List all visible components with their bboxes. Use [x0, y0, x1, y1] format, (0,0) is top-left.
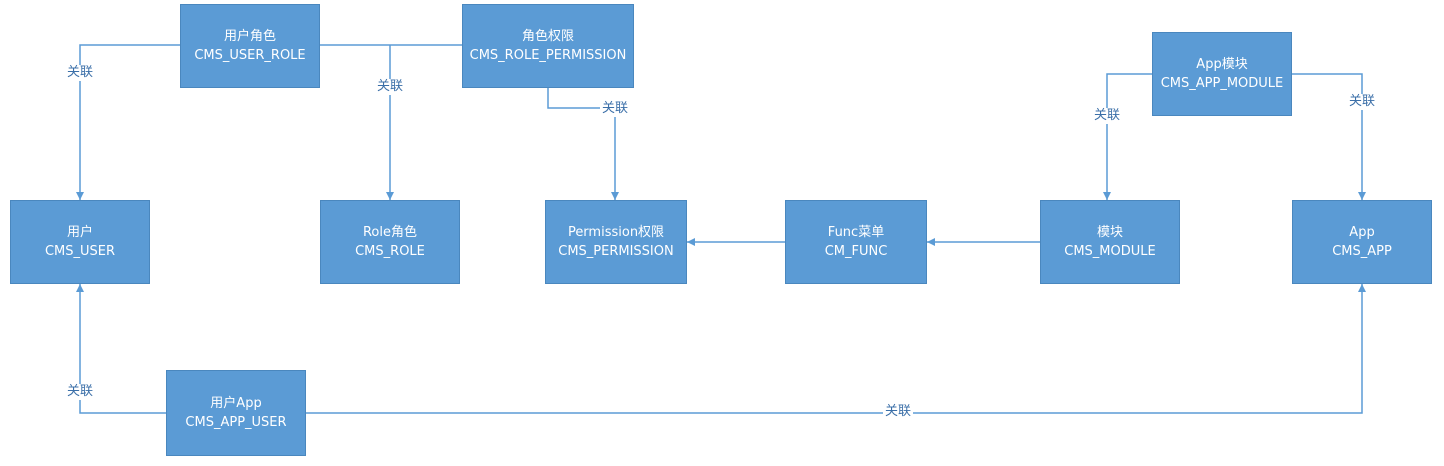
edge-label-role-permission-to-permission: 关联 — [599, 101, 631, 117]
node-permission-name: Permission权限 — [567, 225, 665, 240]
edge-user-role-to-user — [76, 44, 180, 200]
node-module[interactable]: 模块 CMS_MODULE — [1040, 200, 1180, 284]
edge-label-app-user-to-app: 关联 — [882, 404, 914, 420]
edge-role-permission-to-permission — [547, 88, 619, 200]
node-role[interactable]: Role角色 CMS_ROLE — [320, 200, 460, 284]
node-permission-table: CMS_PERMISSION — [558, 244, 674, 259]
edge-label-user-role-to-role: 关联 — [374, 79, 406, 95]
edge-app-module-to-app — [1290, 73, 1366, 200]
node-user-role-table: CMS_USER_ROLE — [194, 48, 306, 63]
node-app-module[interactable]: App模块 CMS_APP_MODULE — [1152, 32, 1292, 116]
node-func-name: Func菜单 — [827, 225, 885, 240]
node-user-role[interactable]: 用户角色 CMS_USER_ROLE — [180, 4, 320, 88]
node-app-module-table: CMS_APP_MODULE — [1160, 76, 1284, 91]
edge-label-app-module-to-module: 关联 — [1091, 108, 1123, 124]
node-app-user-table: CMS_APP_USER — [185, 415, 287, 430]
edge-label-user-role-to-user: 关联 — [64, 65, 96, 81]
node-app-table: CMS_APP — [1332, 244, 1392, 259]
node-app-user-name: 用户App — [210, 396, 262, 411]
node-app[interactable]: App CMS_APP — [1292, 200, 1432, 284]
edge-app-user-to-app — [306, 284, 1366, 414]
node-user[interactable]: 用户 CMS_USER — [10, 200, 150, 284]
node-permission[interactable]: Permission权限 CMS_PERMISSION — [545, 200, 687, 284]
node-app-name: App — [1349, 225, 1375, 240]
node-role-table: CMS_ROLE — [355, 244, 425, 259]
node-role-permission-name: 角色权限 — [521, 29, 574, 44]
node-user-name: 用户 — [66, 225, 93, 240]
edge-app-module-to-module — [1103, 73, 1152, 200]
node-user-table: CMS_USER — [44, 244, 116, 259]
edge-label-app-module-to-app: 关联 — [1346, 94, 1378, 110]
node-func-table: CM_FUNC — [824, 244, 888, 259]
edge-app-user-to-user — [76, 284, 166, 414]
node-func[interactable]: Func菜单 CM_FUNC — [785, 200, 927, 284]
node-module-name: 模块 — [1096, 225, 1123, 240]
edge-label-app-user-to-user: 关联 — [64, 384, 96, 400]
node-app-user[interactable]: 用户App CMS_APP_USER — [166, 370, 306, 456]
node-app-module-name: App模块 — [1196, 57, 1248, 72]
node-role-name: Role角色 — [362, 225, 417, 240]
node-module-table: CMS_MODULE — [1064, 244, 1156, 259]
node-role-permission[interactable]: 角色权限 CMS_ROLE_PERMISSION — [462, 4, 634, 88]
node-user-role-name: 用户角色 — [223, 29, 276, 44]
node-role-permission-table: CMS_ROLE_PERMISSION — [469, 48, 627, 63]
